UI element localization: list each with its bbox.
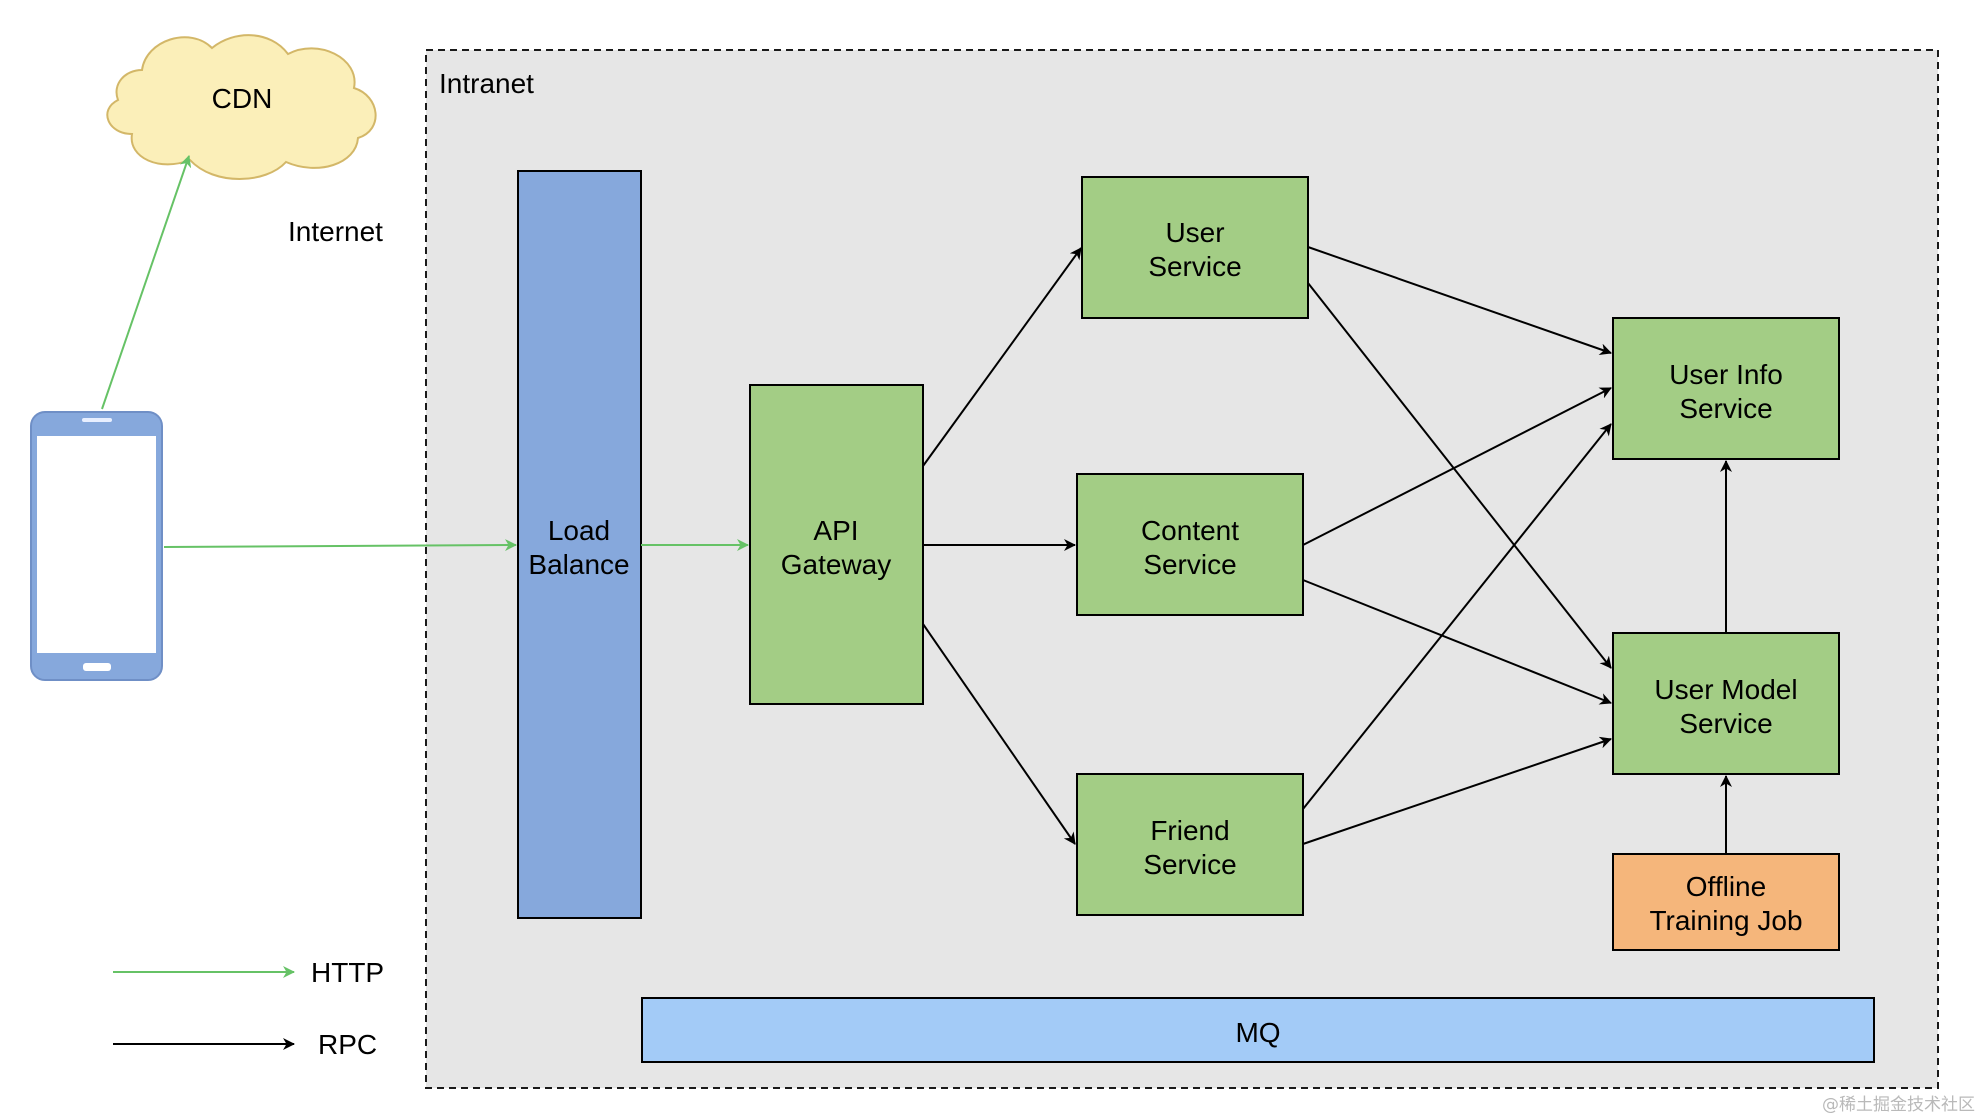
intranet-label: Intranet <box>439 68 534 99</box>
user-model-service-node: User Model Service <box>1612 632 1840 775</box>
edge-user-service-to-user-info-service <box>1307 246 1612 356</box>
edge-friend-service-to-user-model-service <box>1302 736 1612 845</box>
user-info-service-label-line2: Service <box>1679 393 1772 424</box>
offline-training-job-node: Offline Training Job <box>1612 853 1840 951</box>
cdn-cloud: CDN <box>106 34 377 180</box>
content-service-node: Content Service <box>1076 473 1304 616</box>
user-service-label-line1: User <box>1165 217 1224 248</box>
friend-service-node: Friend Service <box>1076 773 1304 916</box>
legend-http-label: HTTP <box>311 957 384 988</box>
api-gateway-node: API Gateway <box>749 384 924 705</box>
mobile-phone-icon <box>30 411 163 681</box>
edge-content-service-to-user-model-service <box>1302 579 1612 705</box>
user-model-service-label-line1: User Model <box>1654 674 1797 705</box>
user-service-label-line2: Service <box>1148 251 1241 282</box>
edge-content-service-to-user-info-service <box>1302 387 1612 546</box>
user-model-service-label-line2: Service <box>1679 708 1772 739</box>
offline-training-job-label-line1: Offline <box>1686 871 1766 902</box>
offline-training-job-label-line2: Training Job <box>1649 905 1802 936</box>
content-service-label-line2: Service <box>1143 549 1236 580</box>
content-service-label-line1: Content <box>1141 515 1239 546</box>
legend: HTTP RPC <box>113 957 384 1060</box>
watermark-text: @稀土掘金技术社区 <box>1822 1095 1975 1115</box>
legend-rpc-label: RPC <box>318 1029 377 1060</box>
load-balance-label-line1: Load <box>548 515 610 546</box>
mq-label: MQ <box>1235 1017 1280 1048</box>
edge-phone-to-cdn <box>101 155 192 410</box>
edge-user-service-to-user-model-service <box>1307 282 1612 669</box>
cdn-label: CDN <box>212 83 273 114</box>
internet-label: Internet <box>288 216 383 247</box>
user-info-service-node: User Info Service <box>1612 317 1840 460</box>
friend-service-label-line2: Service <box>1143 849 1236 880</box>
edge-api-gateway-to-user-service <box>922 247 1082 467</box>
edge-api-gateway-to-friend-service <box>922 623 1076 845</box>
api-gateway-label-line2: Gateway <box>781 549 892 580</box>
mq-node: MQ <box>641 997 1875 1063</box>
user-info-service-label-line1: User Info <box>1669 359 1783 390</box>
load-balance-label-line2: Balance <box>528 549 629 580</box>
load-balance-node: Load Balance <box>517 170 642 919</box>
api-gateway-label-line1: API <box>813 515 858 546</box>
edge-friend-service-to-user-info-service <box>1302 423 1612 810</box>
user-service-node: User Service <box>1081 176 1309 319</box>
edge-phone-to-load-balance <box>163 539 517 552</box>
friend-service-label-line1: Friend <box>1150 815 1229 846</box>
